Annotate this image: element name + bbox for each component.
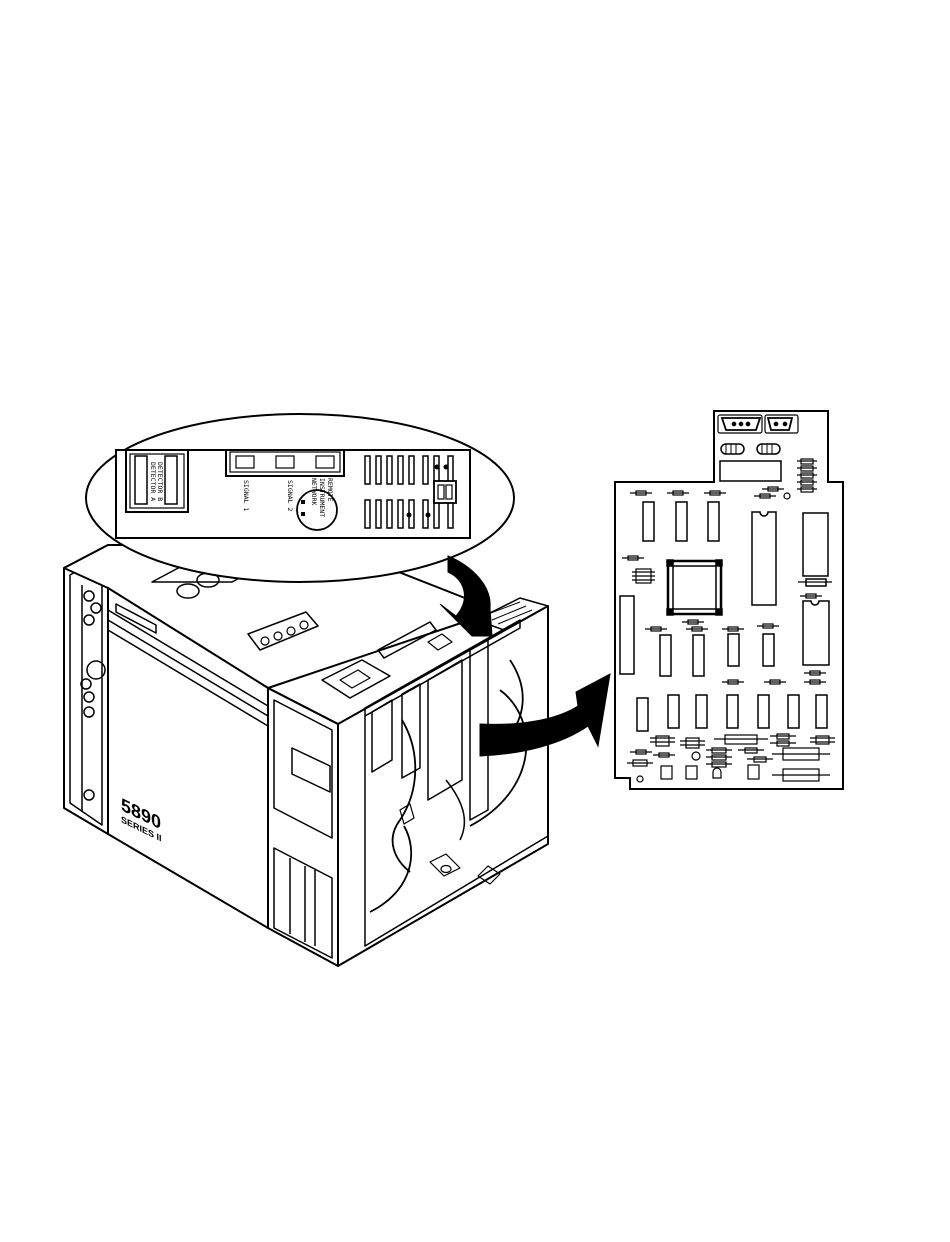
- circuit-board: [615, 411, 843, 789]
- detector-a-label: DETECTOR A: [149, 462, 157, 501]
- electronics-bay: [338, 606, 548, 966]
- front-tower: [268, 688, 338, 966]
- signal-1-label: SIGNAL 1: [242, 480, 250, 511]
- instrument-label: INSTRUMENT: [318, 478, 326, 517]
- board-connector-highlight: [434, 481, 456, 503]
- signal-2-label: SIGNAL 2: [286, 480, 294, 511]
- left-side-panel: [64, 545, 108, 834]
